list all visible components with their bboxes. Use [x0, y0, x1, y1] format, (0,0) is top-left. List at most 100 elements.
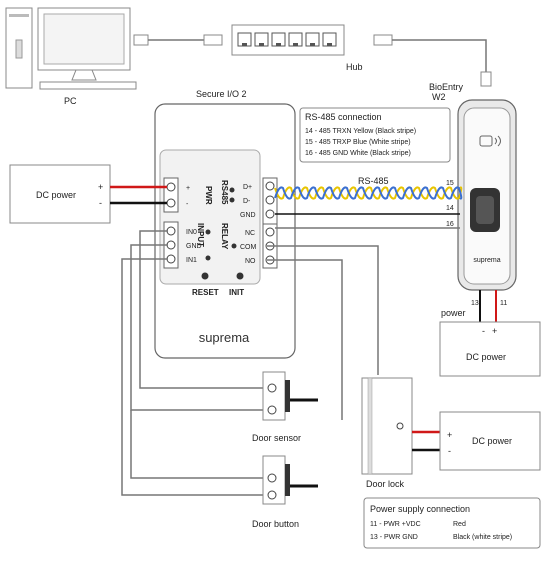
dc-power-left-label: DC power	[36, 190, 76, 200]
screw-in-gnd	[166, 240, 176, 250]
init-button[interactable]	[236, 272, 244, 280]
terminal-no: NO	[245, 258, 256, 265]
reset-button[interactable]	[201, 272, 209, 280]
rs485-box-row-14: 14 - 485 TRXN Yellow (Black stripe)	[305, 128, 416, 135]
dc-power-right-top-label: DC power	[466, 352, 506, 362]
bioentry-label-line1: BioEntry	[429, 82, 464, 92]
input-block-title: INPUT	[196, 223, 205, 247]
door-sensor-label: Door sensor	[252, 433, 301, 443]
hub-device: Hub	[231, 24, 363, 72]
pc-label: PC	[64, 96, 77, 106]
pc-screen	[43, 13, 125, 65]
dc-power-left-minus: -	[99, 198, 102, 208]
dc-power-left-plus: +	[98, 182, 103, 192]
door-button-label: Door button	[252, 519, 299, 529]
screw-d-minus	[265, 195, 275, 205]
pc-rj45-plug	[133, 34, 149, 46]
relay-led	[231, 243, 237, 249]
bioentry-w2-reader: suprema	[457, 99, 517, 291]
pwr-block-title: PWR	[204, 186, 213, 205]
wire-number-16: 16	[446, 221, 454, 228]
terminal-nc: NC	[245, 230, 255, 237]
wire-in0-to-door-sensor	[139, 230, 265, 389]
door-lock: Door lock	[361, 377, 413, 489]
dc-power-right-bottom-plus: +	[447, 430, 452, 440]
fingerprint-window	[476, 196, 494, 224]
hub-port-notch	[293, 43, 298, 46]
screw-pwr-plus	[166, 182, 176, 192]
hub-port-notch	[327, 43, 332, 46]
wire-gnd-to-door-sensor	[130, 244, 265, 411]
pc-keyboard	[39, 81, 137, 90]
power-box-row2-left: 13 - PWR GND	[370, 534, 418, 541]
init-label: INIT	[229, 288, 244, 297]
wire-no-to-door-lock	[267, 259, 343, 420]
rs485-wire-label: RS-485	[358, 176, 389, 186]
terminal-gnd: GND	[240, 212, 256, 219]
pc-tower-slot	[9, 14, 29, 17]
secure-io-label: Secure I/O 2	[196, 89, 247, 99]
rs485-box-row-16: 16 - 485 GND White (Black stripe)	[305, 150, 411, 157]
reader-brand-logo: suprema	[473, 257, 500, 264]
pc-monitor-stand	[71, 69, 97, 81]
wire-number-15: 15	[446, 180, 454, 187]
secure-io-brand-logo: suprema	[199, 330, 250, 345]
hub-port-notch	[276, 43, 281, 46]
hub-port-notch	[242, 43, 247, 46]
door-sensor: Door sensor	[252, 371, 318, 443]
dc-power-left-box	[9, 164, 111, 224]
terminal-in0: IN0	[186, 229, 197, 236]
hub-port-notch	[310, 43, 315, 46]
door-lock-label: Door lock	[366, 479, 405, 489]
hub-rj45-plug-right	[373, 34, 393, 46]
power-label: power	[441, 308, 466, 318]
door-button: Door button	[252, 455, 318, 529]
rs485-box-row-15: 15 - 485 TRXP Blue (White stripe)	[305, 139, 411, 146]
input-terminal-block: IN0 GND IN1 INPUT	[163, 221, 211, 269]
reader-network-cable	[392, 39, 487, 72]
bioentry-label-line2: W2	[432, 92, 446, 102]
input-led-1	[205, 255, 211, 261]
dc-power-right-top-plus: +	[492, 326, 497, 336]
dc-power-right-top-box	[439, 321, 541, 377]
dc-power-right-top-minus: -	[482, 326, 485, 336]
card-icon	[479, 135, 501, 147]
hub-label: Hub	[346, 62, 363, 72]
pc-tower-drive	[15, 39, 23, 59]
reader-rj45-plug	[480, 71, 492, 87]
dc-power-left: DC power + -	[9, 164, 111, 224]
dc-power-right-bottom-box	[439, 411, 541, 471]
pc-device: PC	[5, 7, 137, 106]
wire-in1-to-door-button	[121, 258, 265, 496]
wire-number-11: 11	[500, 300, 507, 307]
secure-io-2-device: suprema	[154, 103, 296, 359]
wire-485-blue	[274, 186, 463, 200]
hub-rj45-plug-left	[203, 34, 223, 46]
terminal-pwr-minus: -	[186, 201, 189, 208]
rs485-terminal-block: D+ D- GND RS485	[220, 177, 278, 225]
input-led-0	[205, 229, 211, 235]
secure-io-terminal-panel	[159, 149, 261, 285]
terminal-d-plus: D+	[243, 184, 252, 191]
terminal-pwr-plus: +	[186, 185, 190, 192]
wire-gnd-to-door-button	[130, 410, 265, 479]
wire-number-13: 13	[471, 300, 479, 307]
wire-number-14: 14	[446, 205, 454, 212]
power-box-frame	[363, 497, 541, 549]
power-box-row2-right: Black (white stripe)	[453, 534, 512, 541]
wire-com-to-door-lock	[267, 245, 379, 375]
terminal-com: COM	[240, 244, 257, 251]
screw-in1	[166, 254, 176, 264]
dc-power-right-top: - + DC power	[439, 321, 541, 377]
power-box-row1-right: Red	[453, 521, 466, 528]
dc-power-right-bottom-minus: -	[448, 446, 451, 456]
dc-power-right-bottom: + - DC power	[439, 411, 541, 471]
relay-block-title: RELAY	[220, 223, 229, 250]
pwr-terminal-block: + - PWR	[163, 177, 213, 213]
screw-d-plus	[265, 181, 275, 191]
rs485-box-frame	[299, 107, 451, 163]
input-wiring	[121, 230, 379, 496]
rs485-led-2	[229, 197, 235, 203]
hub-port-notch	[259, 43, 264, 46]
